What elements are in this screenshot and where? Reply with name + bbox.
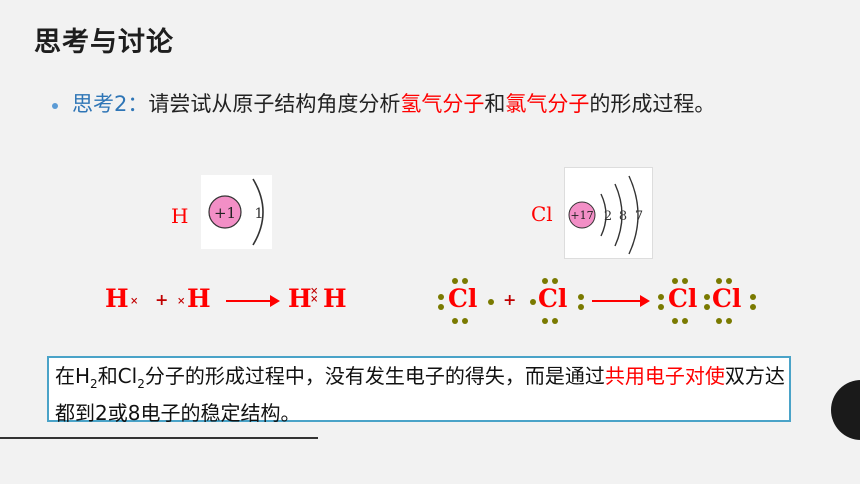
h-plus-sign: + xyxy=(155,290,169,309)
electron-dot xyxy=(682,318,688,324)
question-part3: 的形成过程。 xyxy=(589,92,716,116)
question-part2: 和 xyxy=(484,92,506,116)
summary-box: 在H2和Cl2分子的形成过程中，没有发生电子的得失，而是通过共用电子对使双方达都… xyxy=(47,356,791,425)
h2-shared-electrons: ×× xyxy=(310,286,319,305)
hydrogen-structure-svg: +1 1 xyxy=(208,178,264,246)
cl2-product-right-symbol: Cl xyxy=(712,284,742,313)
h-atom-left: H xyxy=(105,284,129,313)
hydrogen-shell-arc xyxy=(252,178,264,246)
electron-dot xyxy=(542,278,548,284)
chlorine-shell-count-3: 7 xyxy=(635,209,643,224)
h-atom-right: H xyxy=(187,284,211,313)
cl-atom-right: Cl xyxy=(530,276,590,324)
question-text: 思考2：请尝试从原子结构角度分析氢气分子和氯气分子的形成过程。 xyxy=(72,88,812,121)
question-highlight-cl2: 氯气分子 xyxy=(505,92,590,116)
h-electron-right: × xyxy=(177,296,186,307)
electron-dot xyxy=(682,278,688,284)
summary-sub-1: 2 xyxy=(90,377,98,391)
chlorine-shell-arc-2 xyxy=(614,183,623,247)
cl-reaction-arrow xyxy=(592,295,650,307)
electron-dot xyxy=(658,294,664,300)
electron-dot xyxy=(716,318,722,324)
hydrogen-symbol: H xyxy=(171,204,189,228)
chlorine-nucleus xyxy=(568,201,596,229)
electron-dot xyxy=(452,278,458,284)
chlorine-shell-arc-1 xyxy=(600,193,607,237)
electron-dot xyxy=(672,318,678,324)
cl-atom-left: Cl xyxy=(436,276,496,324)
electron-dot xyxy=(578,304,584,310)
electron-dot xyxy=(462,318,468,324)
h2-product-right: H xyxy=(323,284,347,313)
electron-dot xyxy=(542,318,548,324)
electron-dot xyxy=(438,304,444,310)
bullet-dot-icon xyxy=(52,103,58,109)
question-bullet: 思考2：请尝试从原子结构角度分析氢气分子和氯气分子的形成过程。 xyxy=(52,88,812,121)
summary-t3: 分子的形成过程中，没有发生电子的得失，而是通过 xyxy=(144,364,605,388)
shared-electron-dot xyxy=(704,304,710,310)
hydrogen-atom-diagram: +1 1 xyxy=(201,175,272,249)
electron-dot xyxy=(438,294,444,300)
summary-t1: 在H xyxy=(55,364,91,388)
chlorine-shell-count-1: 2 xyxy=(604,209,612,224)
h-reaction-arrow xyxy=(226,295,280,307)
hydrogen-shell-count: 1 xyxy=(255,206,264,222)
electron-dot xyxy=(716,278,722,284)
hydrogen-nucleus xyxy=(208,195,242,229)
electron-dot xyxy=(488,299,494,305)
hydrogen-nucleus-charge: +1 xyxy=(214,204,236,222)
decorative-circle xyxy=(831,380,860,440)
h-electron-left: × xyxy=(130,296,139,307)
summary-highlight: 共用电子对使 xyxy=(604,364,725,388)
electron-dot xyxy=(750,304,756,310)
question-highlight-h2: 氢气分子 xyxy=(400,92,485,116)
summary-t2: 和Cl xyxy=(97,364,138,388)
electron-dot xyxy=(658,304,664,310)
chlorine-structure-svg: +17 2 8 7 xyxy=(568,175,643,255)
page-title: 思考与讨论 xyxy=(34,27,174,58)
cl-plus-sign: + xyxy=(503,290,517,309)
chlorine-nucleus-charge: +17 xyxy=(570,209,593,222)
footer-divider xyxy=(0,437,318,439)
h2-product-left: H xyxy=(288,284,312,313)
electron-dot xyxy=(552,278,558,284)
cl-atom-right-symbol: Cl xyxy=(538,284,568,313)
summary-t4: 双方达都到2或8电子的稳定结构。 xyxy=(55,364,785,425)
electron-dot xyxy=(726,278,732,284)
chlorine-shell-count-2: 8 xyxy=(619,209,627,224)
shared-electron-dot xyxy=(704,294,710,300)
electron-dot xyxy=(452,318,458,324)
electron-dot xyxy=(578,294,584,300)
electron-dot xyxy=(726,318,732,324)
question-prefix: 思考2： xyxy=(72,92,149,116)
chlorine-shell-arc-3 xyxy=(628,175,639,255)
summary-sub-2: 2 xyxy=(137,377,145,391)
electron-dot xyxy=(672,278,678,284)
cl-atom-left-symbol: Cl xyxy=(448,284,478,313)
electron-dot xyxy=(552,318,558,324)
chlorine-atom-diagram: +17 2 8 7 xyxy=(564,167,653,259)
chlorine-symbol: Cl xyxy=(531,202,553,226)
cl2-product-left-symbol: Cl xyxy=(668,284,698,313)
cl2-product: Cl Cl xyxy=(658,276,758,324)
electron-dot xyxy=(530,299,536,305)
question-part1: 请尝试从原子结构角度分析 xyxy=(148,92,401,116)
electron-dot xyxy=(462,278,468,284)
electron-dot xyxy=(750,294,756,300)
